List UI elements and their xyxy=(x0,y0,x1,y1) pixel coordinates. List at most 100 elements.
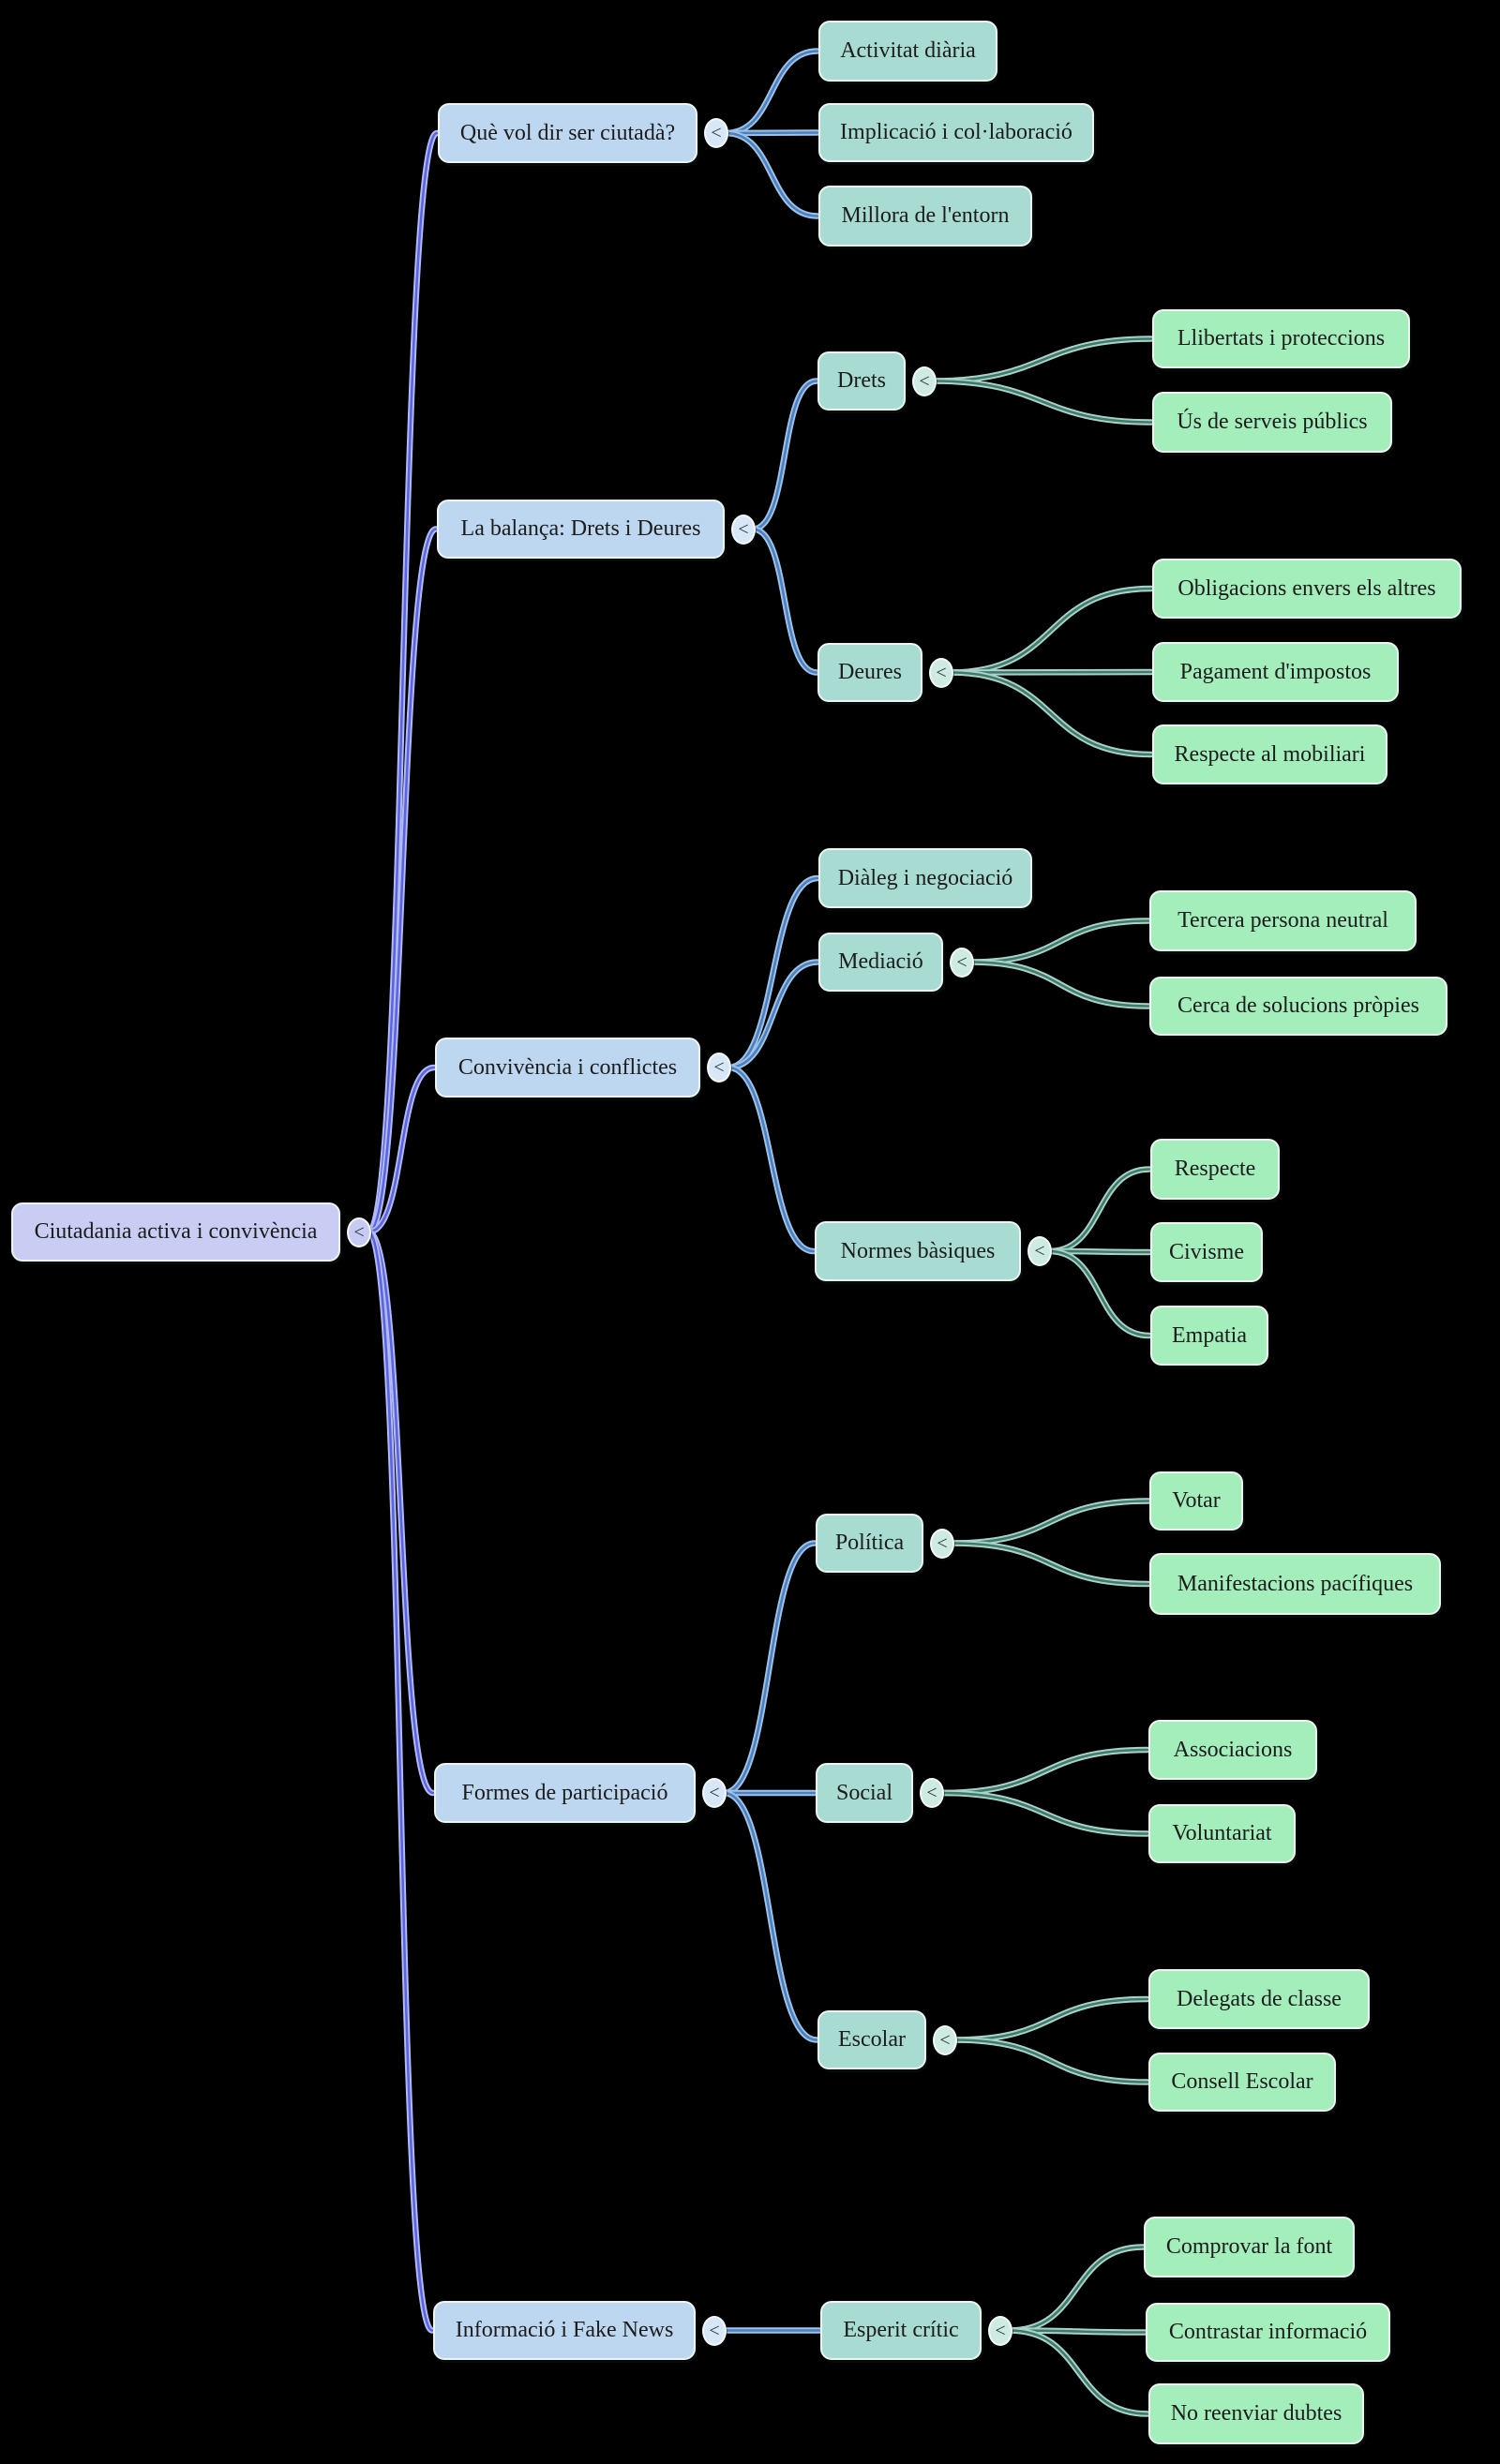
collapse-chevron-icon: < xyxy=(995,2320,1006,2341)
collapse-chevron-icon: < xyxy=(738,518,749,540)
collapse-toggle-social[interactable]: < xyxy=(920,1778,944,1808)
link-root-participacio xyxy=(365,1229,437,1797)
collapse-chevron-icon: < xyxy=(713,1057,725,1078)
node-drets[interactable]: Drets xyxy=(818,351,906,411)
node-politica[interactable]: Política xyxy=(816,1514,923,1573)
collapse-chevron-icon: < xyxy=(937,1532,948,1554)
node-label-delegats: Delegats de classe xyxy=(1177,1986,1342,2011)
node-label-tercera-persona: Tercera persona neutral xyxy=(1178,908,1388,933)
link-esperit-critic-comprovar-font xyxy=(1006,2244,1147,2334)
node-label-respecte: Respecte xyxy=(1174,1157,1256,1181)
node-label-llibertats: Llibertats i proteccions xyxy=(1177,326,1386,351)
node-llibertats[interactable]: Llibertats i proteccions xyxy=(1152,309,1410,368)
node-associacions[interactable]: Associacions xyxy=(1148,1720,1317,1780)
collapse-chevron-icon: < xyxy=(711,123,722,143)
node-millora-entorn[interactable]: Millora de l'entorn xyxy=(818,186,1032,246)
node-label-no-reenviar: No reenviar dubtes xyxy=(1170,2401,1342,2426)
node-normes[interactable]: Normes bàsiques xyxy=(815,1221,1021,1281)
collapse-chevron-icon: < xyxy=(353,1221,365,1243)
node-label-empatia: Empatia xyxy=(1172,1322,1247,1348)
node-esperit-critic[interactable]: Esperit crític xyxy=(820,2301,982,2360)
collapse-chevron-icon: < xyxy=(709,2320,720,2341)
node-impostos[interactable]: Pagament d'impostos xyxy=(1152,642,1399,702)
link-social-voluntariat xyxy=(938,1789,1151,1837)
node-label-civisme: Civisme xyxy=(1168,1239,1244,1264)
collapse-toggle-que-vol-dir[interactable]: < xyxy=(704,118,728,148)
node-balanca[interactable]: La balança: Drets i Deures xyxy=(437,500,725,559)
node-respecte[interactable]: Respecte xyxy=(1150,1139,1280,1200)
node-obligacions[interactable]: Obligacions envers els altres xyxy=(1152,559,1462,619)
node-label-deures: Deures xyxy=(838,660,902,684)
node-mediacio[interactable]: Mediació xyxy=(818,933,943,992)
link-que-vol-dir-activitat-diaria xyxy=(722,48,821,137)
node-label-implicacio: Implicació i col·laboració xyxy=(840,120,1072,144)
node-civisme[interactable]: Civisme xyxy=(1150,1222,1263,1282)
node-label-millora-entorn: Millora de l'entorn xyxy=(841,203,1010,228)
node-implicacio[interactable]: Implicació i col·laboració xyxy=(818,103,1094,162)
collapse-chevron-icon: < xyxy=(956,951,968,973)
link-esperit-critic-no-reenviar xyxy=(1006,2327,1151,2417)
link-normes-respecte xyxy=(1045,1166,1153,1255)
collapse-toggle-fake-news[interactable]: < xyxy=(702,2315,727,2346)
node-label-root: Ciutadania activa i convivència xyxy=(34,1219,318,1244)
link-balanca-deures xyxy=(749,526,820,676)
link-root-balanca xyxy=(365,526,440,1235)
node-label-voluntariat: Voluntariat xyxy=(1172,1821,1272,1845)
collapse-toggle-root[interactable]: < xyxy=(347,1217,371,1247)
node-serveis-publics[interactable]: Ús de serveis públics xyxy=(1152,392,1392,453)
link-convivencia-dialeg xyxy=(725,874,821,1071)
collapse-toggle-normes[interactable]: < xyxy=(1028,1236,1052,1266)
node-label-votar: Votar xyxy=(1172,1488,1221,1513)
link-politica-manifestacions xyxy=(948,1540,1152,1588)
node-votar[interactable]: Votar xyxy=(1149,1471,1243,1531)
node-mobiliari[interactable]: Respecte al mobiliari xyxy=(1152,724,1388,784)
node-social[interactable]: Social xyxy=(816,1763,913,1823)
collapse-toggle-drets[interactable]: < xyxy=(912,366,937,396)
node-empatia[interactable]: Empatia xyxy=(1150,1306,1268,1366)
node-root[interactable]: Ciutadania activa i convivència xyxy=(11,1202,340,1262)
node-label-associacions: Associacions xyxy=(1173,1737,1293,1762)
node-label-escolar: Escolar xyxy=(838,2027,906,2052)
link-root-fake-news xyxy=(365,1229,436,2334)
collapse-toggle-convivencia[interactable]: < xyxy=(707,1053,731,1083)
node-fake-news[interactable]: Informació i Fake News xyxy=(433,2301,696,2360)
node-delegats[interactable]: Delegats de classe xyxy=(1148,1969,1370,2029)
node-label-social: Social xyxy=(836,1780,892,1805)
node-label-participacio: Formes de participació xyxy=(461,1780,668,1805)
node-convivencia[interactable]: Convivència i conflictes xyxy=(435,1038,700,1098)
collapse-toggle-escolar[interactable]: < xyxy=(933,2024,957,2055)
link-deures-obligacions xyxy=(947,585,1155,676)
node-dialeg[interactable]: Diàleg i negociació xyxy=(818,848,1032,908)
node-manifestacions[interactable]: Manifestacions pacífiques xyxy=(1149,1553,1441,1615)
node-comprovar-font[interactable]: Comprovar la font xyxy=(1144,2217,1355,2277)
collapse-toggle-balanca[interactable]: < xyxy=(731,514,756,545)
collapse-toggle-mediacio[interactable]: < xyxy=(950,947,974,978)
node-activitat-diaria[interactable]: Activitat diària xyxy=(818,21,998,82)
node-escolar[interactable]: Escolar xyxy=(818,2010,926,2069)
node-label-comprovar-font: Comprovar la font xyxy=(1165,2234,1333,2259)
node-deures[interactable]: Deures xyxy=(818,643,922,702)
link-mediacio-solucions-propies xyxy=(968,959,1152,1009)
node-participacio[interactable]: Formes de participació xyxy=(434,1763,696,1823)
collapse-toggle-esperit-critic[interactable]: < xyxy=(988,2315,1012,2346)
collapse-toggle-politica[interactable]: < xyxy=(930,1528,954,1559)
collapse-toggle-participacio[interactable]: < xyxy=(702,1778,727,1808)
node-tercera-persona[interactable]: Tercera persona neutral xyxy=(1149,890,1417,951)
node-contrastar[interactable]: Contrastar informació xyxy=(1146,2303,1390,2362)
node-consell[interactable]: Consell Escolar xyxy=(1148,2053,1336,2112)
link-convivencia-normes xyxy=(725,1064,818,1255)
node-no-reenviar[interactable]: No reenviar dubtes xyxy=(1148,2383,1364,2444)
node-solucions-propies[interactable]: Cerca de solucions pròpies xyxy=(1149,977,1448,1036)
link-escolar-delegats xyxy=(951,1995,1151,2043)
collapse-chevron-icon: < xyxy=(939,2029,951,2051)
link-convivencia-mediacio xyxy=(725,959,821,1071)
collapse-toggle-deures[interactable]: < xyxy=(929,657,953,688)
node-voluntariat[interactable]: Voluntariat xyxy=(1148,1804,1296,1863)
link-mediacio-tercera-persona xyxy=(968,918,1152,965)
node-label-obligacions: Obligacions envers els altres xyxy=(1178,575,1436,601)
node-que-vol-dir[interactable]: Què vol dir ser ciutadà? xyxy=(438,103,698,163)
link-root-convivencia xyxy=(365,1064,438,1235)
node-label-activitat-diaria: Activitat diària xyxy=(840,38,976,63)
